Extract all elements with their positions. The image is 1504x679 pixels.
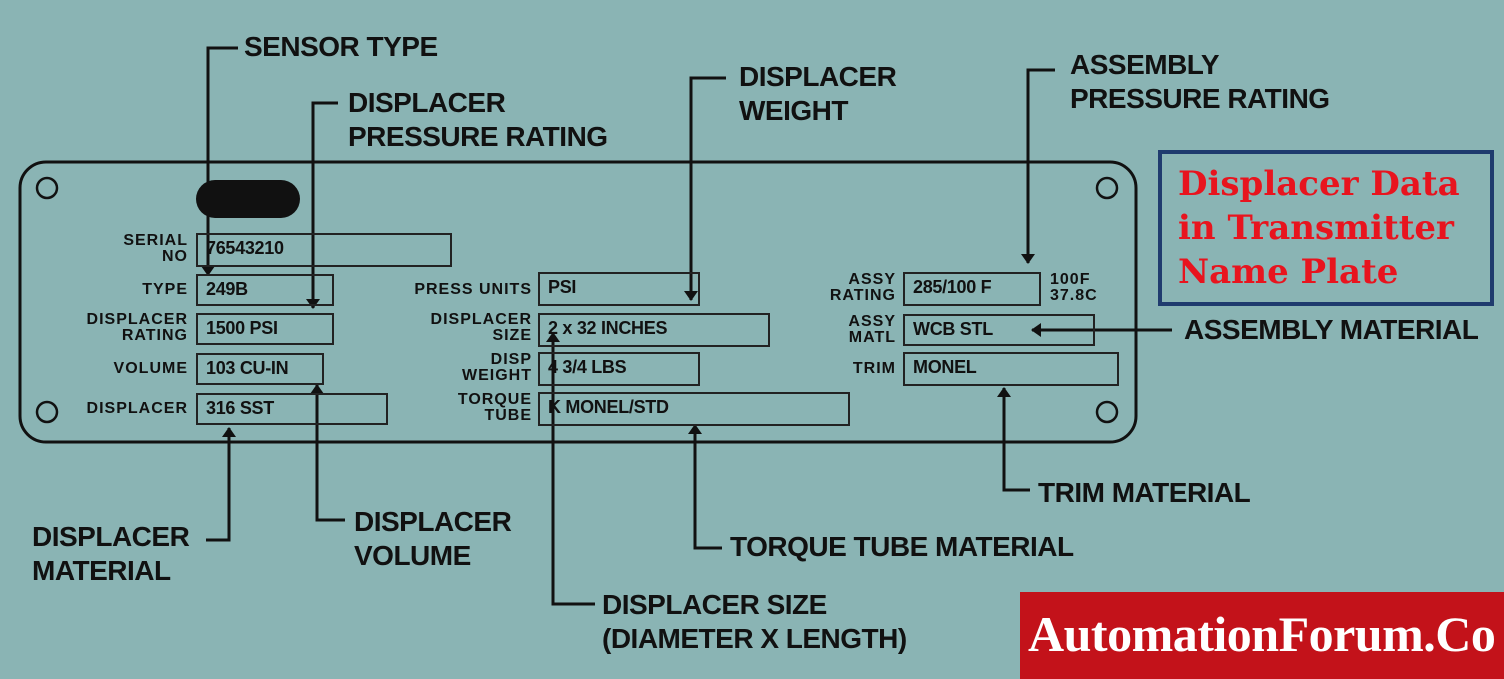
press-units-label: PRESS UNITS: [414, 281, 532, 298]
brand-text: AutomationForum.Co: [1028, 606, 1496, 662]
leader-displacer-material: [206, 427, 236, 542]
type-label: TYPE: [142, 281, 188, 298]
mounting-hole-bottom-right: [1095, 400, 1119, 424]
serial-no-field: 76543210: [196, 233, 452, 267]
leader-displacer-pressure-rating: [306, 101, 338, 309]
callout-trim-material: TRIM MATERIAL: [1038, 477, 1251, 508]
assy-matl-field: WCB STL: [903, 314, 1095, 346]
displacer-size-field: 2 x 32 INCHES: [538, 313, 770, 347]
torque-tube-label: TORQUE TUBE: [457, 391, 532, 424]
leader-trim-material: [997, 387, 1030, 492]
callout-displacer-weight: DISPLACER WEIGHT: [739, 61, 897, 126]
callout-displacer-size: DISPLACER SIZE (DIAMETER X LENGTH): [602, 589, 907, 654]
mounting-hole-top-left: [35, 176, 59, 200]
displacer-material-field: 316 SST: [196, 393, 388, 425]
assy-matl-label: ASSY MATL: [848, 313, 896, 346]
trim-field: MONEL: [903, 352, 1119, 386]
disp-weight-label: DISP WEIGHT: [462, 351, 532, 384]
assy-temp-label: 100F 37.8C: [1050, 271, 1098, 304]
title-text: Displacer Data in Transmitter Name Plate: [1178, 164, 1460, 292]
leader-displacer-volume: [310, 384, 345, 522]
volume-label: VOLUME: [113, 360, 188, 377]
torque-tube-field: K MONEL/STD: [538, 392, 850, 426]
displacer-size-label: DISPLACER SIZE: [430, 311, 532, 344]
callout-torque-tube-material: TORQUE TUBE MATERIAL: [730, 531, 1074, 562]
displacer-label: DISPLACER: [86, 400, 188, 417]
nameplate-outline: [18, 160, 1138, 444]
leader-displacer-size: [546, 332, 595, 606]
callout-displacer-material: DISPLACER MATERIAL: [32, 521, 190, 586]
volume-field: 103 CU-IN: [196, 353, 324, 385]
press-units-field: PSI: [538, 272, 700, 306]
leader-assembly-pressure-rating: [1021, 68, 1055, 264]
leader-sensor-type: [201, 46, 238, 276]
mounting-hole-bottom-left: [35, 400, 59, 424]
disp-weight-field: 4 3/4 LBS: [538, 352, 700, 386]
assy-rating-label: ASSY RATING: [829, 271, 896, 304]
mounting-hole-top-right: [1095, 176, 1119, 200]
callout-assembly-pressure-rating: ASSEMBLY PRESSURE RATING: [1070, 49, 1330, 114]
leader-torque-tube-material: [688, 424, 722, 550]
callout-sensor-type: SENSOR TYPE: [244, 31, 438, 62]
displacer-rating-field: 1500 PSI: [196, 313, 334, 345]
callout-displacer-volume: DISPLACER VOLUME: [354, 506, 512, 571]
assy-rating-field: 285/100 F: [903, 272, 1041, 306]
callout-displacer-pressure-rating: DISPLACER PRESSURE RATING: [348, 87, 608, 152]
brand-banner: AutomationForum.Co: [1020, 592, 1504, 679]
redacted-logo: [196, 180, 300, 218]
title-box: Displacer Data in Transmitter Name Plate: [1158, 150, 1494, 306]
callout-assembly-material: ASSEMBLY MATERIAL: [1184, 314, 1479, 345]
serial-no-label: SERIAL NO: [123, 232, 188, 265]
displacer-rating-label: DISPLACER RATING: [86, 311, 188, 344]
type-field: 249B: [196, 274, 334, 306]
trim-label: TRIM: [852, 360, 896, 377]
leader-displacer-weight: [684, 76, 726, 301]
